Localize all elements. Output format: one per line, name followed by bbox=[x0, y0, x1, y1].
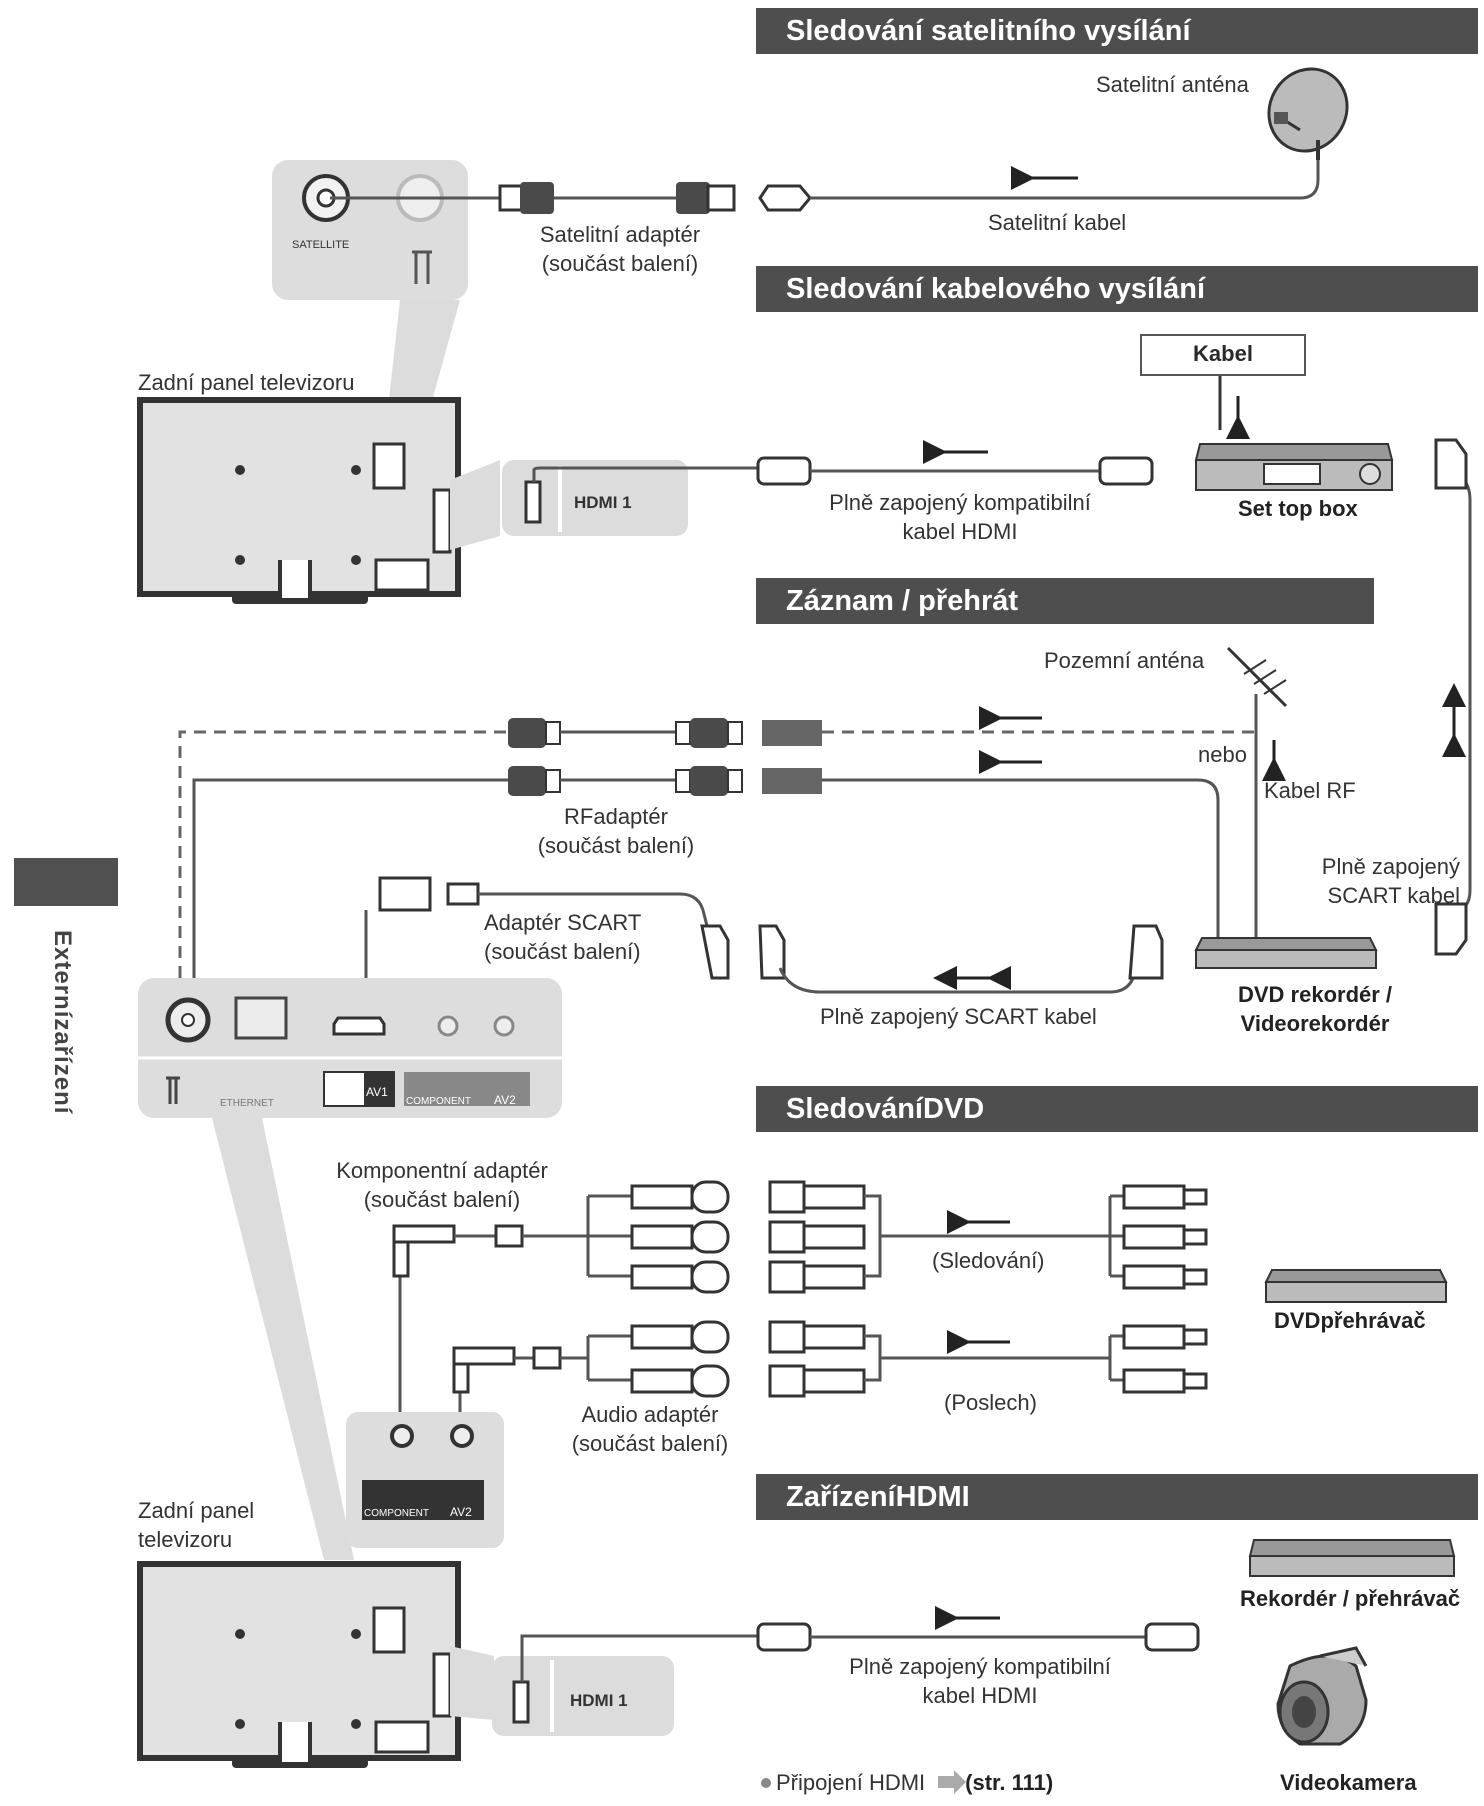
label-camcorder: Videokamera bbox=[1280, 1770, 1417, 1795]
side-tab-label: Externízařízení bbox=[49, 930, 76, 1115]
footnote-ref-link[interactable]: (str. 111) bbox=[965, 1770, 1054, 1795]
set-top-box-icon bbox=[1194, 443, 1394, 491]
av1-label: AV1 bbox=[366, 1085, 388, 1099]
label-audio-adapter: Audio adaptér(součást balení) bbox=[571, 1402, 729, 1456]
camcorder-icon bbox=[1276, 1646, 1368, 1746]
hdmi-zoom-bottom bbox=[492, 1656, 674, 1736]
label-satellite-cable: Satelitní kabel bbox=[988, 210, 1127, 235]
hdmi-zoom-top bbox=[502, 460, 688, 536]
sat-adapter-body bbox=[676, 182, 710, 214]
label-satellite-adapter: Satelitní adaptér(součást balení) bbox=[539, 222, 701, 276]
side-tab bbox=[14, 858, 118, 906]
component-cable-rows bbox=[630, 1180, 1208, 1294]
label-satellite-antenna: Satelitní anténa bbox=[1096, 72, 1249, 97]
footnote-arrow-icon bbox=[938, 1770, 966, 1794]
section-cable: Sledování kabelového vysílání bbox=[756, 266, 1478, 312]
label-kabel: Kabel bbox=[1140, 334, 1306, 376]
tv-back-top bbox=[137, 397, 461, 604]
label-tv-back-top: Zadní panel televizoru bbox=[138, 370, 355, 395]
satellite-port-label: SATELLITE bbox=[292, 239, 349, 251]
hdmi-plug-bottom-right bbox=[1144, 1622, 1200, 1652]
label-component-adapter: Komponentní adaptér(součást balení) bbox=[336, 1158, 548, 1212]
section-hdmi: ZařízeníHDMI bbox=[756, 1474, 1478, 1520]
hdmi-plug-bottom-left bbox=[756, 1622, 812, 1652]
footnote-bullet-icon bbox=[761, 1778, 771, 1788]
ground-antenna-icon bbox=[1226, 646, 1288, 940]
hdmi-plug-left bbox=[756, 456, 812, 486]
label-nebo: nebo bbox=[1198, 742, 1247, 767]
component-label-top: COMPONENT bbox=[406, 1096, 471, 1107]
label-scart-full: Plně zapojený SCART kabel bbox=[820, 1004, 1097, 1029]
label-set-top-box: Set top box bbox=[1238, 496, 1358, 521]
footnote: Připojení HDMI(str. 111) bbox=[776, 1770, 1054, 1795]
satellite-panel bbox=[272, 160, 468, 300]
ethernet-label: ETHERNET bbox=[220, 1098, 274, 1109]
zoom-beam-middle bbox=[212, 1118, 354, 1560]
component-label-bottom: COMPONENT bbox=[364, 1508, 429, 1519]
label-watching: (Sledování) bbox=[932, 1248, 1045, 1273]
scart-plug-left-b bbox=[758, 924, 786, 980]
label-rf-adapter: RFadaptér(součást balení) bbox=[537, 804, 695, 858]
section-record: Záznam / přehrát bbox=[756, 578, 1374, 624]
section-dvd: SledováníDVD bbox=[756, 1086, 1478, 1132]
satellite-dish-icon bbox=[1267, 67, 1349, 160]
label-ground-antenna: Pozemní anténa bbox=[1044, 648, 1205, 673]
hdmi-plug-right bbox=[1098, 456, 1154, 486]
hdmi-port-1-label: HDMI 1 bbox=[574, 493, 632, 512]
scart-plug-top-right bbox=[1434, 438, 1468, 490]
audio-cable-rows bbox=[630, 1320, 1208, 1398]
scart-adapter-icon bbox=[378, 876, 432, 912]
section-satellite: Sledování satelitního vysílání bbox=[756, 8, 1478, 54]
label-dvd-player: DVDpřehrávač bbox=[1274, 1308, 1426, 1333]
tv-back-bottom bbox=[137, 1561, 461, 1768]
dvd-player-icon bbox=[1264, 1269, 1448, 1303]
f-connector bbox=[758, 184, 812, 212]
hdmi-port-2-label: HDMI 1 bbox=[570, 1691, 628, 1710]
rf-adapter-upper bbox=[508, 718, 546, 748]
av2-label-top: AV2 bbox=[494, 1093, 516, 1107]
label-dvd-recorder: DVD rekordér /Videorekordér bbox=[1237, 982, 1393, 1036]
scart-plug-right bbox=[1128, 924, 1164, 980]
label-rf-cable: Kabel RF bbox=[1264, 778, 1356, 803]
av2-label-bottom: AV2 bbox=[450, 1505, 472, 1519]
label-listening: (Poslech) bbox=[944, 1390, 1037, 1415]
rf-adapter-lower bbox=[508, 766, 546, 796]
dvd-recorder-icon bbox=[1194, 937, 1378, 969]
scart-plug-left-a bbox=[700, 924, 730, 980]
label-scart-adapter: Adaptér SCART(součást balení) bbox=[484, 910, 642, 964]
recorder-player-icon bbox=[1248, 1539, 1456, 1577]
label-recorder-player: Rekordér / přehrávač bbox=[1240, 1586, 1461, 1611]
scart-plug-bottom-right bbox=[1434, 902, 1468, 956]
